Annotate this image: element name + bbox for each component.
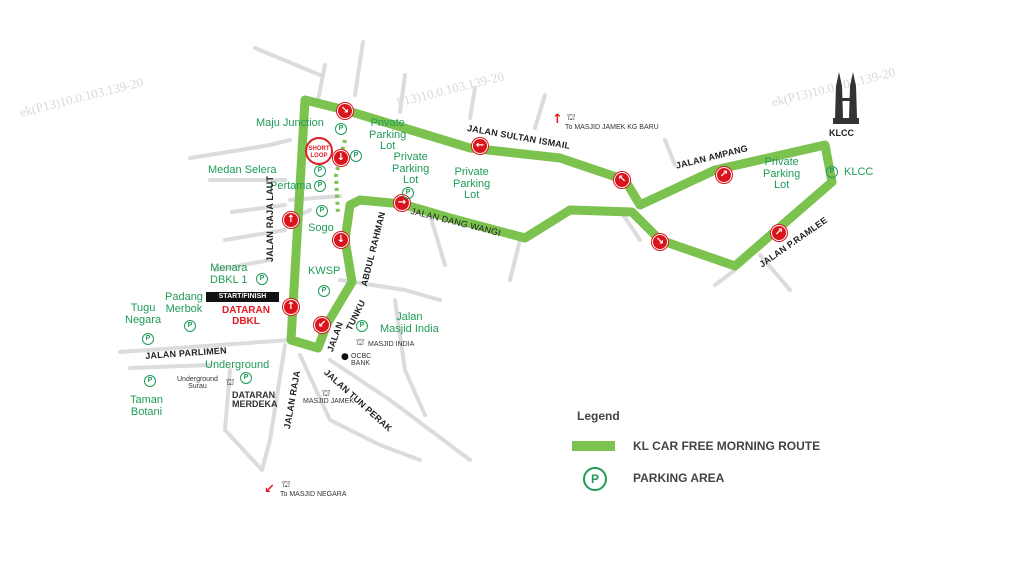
arrow-up-icon: ↑ — [552, 112, 563, 127]
parking-label-sogo: Sogo — [308, 222, 334, 234]
parking-label-underground: Underground — [205, 359, 270, 371]
direction-arrow-icon: ↖ — [614, 172, 630, 188]
direction-arrow-icon: ← — [472, 138, 488, 154]
direction-arrow-icon: ↘ — [337, 103, 353, 119]
road-label-raja-laut: JALAN RAJA LAUT — [265, 175, 275, 262]
parking-label-private-1: Private Parking Lot — [369, 117, 407, 153]
underground-surau-label: Underground Surau — [177, 376, 218, 391]
parking-label-private-2: Private Parking Lot — [392, 151, 430, 187]
parking-label-menara-dbkl: Menara DBKL 1 — [210, 262, 248, 286]
mosque-icon: ⛫ — [226, 378, 235, 388]
parking-icon: P — [350, 150, 362, 162]
parking-icon: P — [318, 285, 330, 297]
background-roads — [118, 40, 792, 472]
start-finish-banner: START/FINISH — [206, 292, 279, 302]
masjid-india-label: MASJID INDIA — [368, 341, 415, 348]
main-route — [286, 95, 837, 353]
parking-label-medan-selera: Medan Selera — [208, 164, 277, 176]
parking-icon: P — [316, 205, 328, 217]
short-loop-badge: SHORT LOOP — [305, 137, 333, 165]
legend-parking-icon: P — [583, 467, 607, 491]
legend-route-swatch — [572, 441, 615, 451]
parking-label-private-3: Private Parking Lot — [453, 166, 491, 202]
mosque-icon: ⛫ — [322, 389, 331, 399]
masjid-jamek-label: MASJID JAMEK — [303, 398, 354, 405]
parking-label-tugu-negara: Tugu Negara — [125, 302, 162, 326]
parking-icon: P — [142, 333, 154, 345]
mosque-icon: ⛫ — [282, 480, 291, 490]
parking-icon: P — [314, 165, 326, 177]
parking-label-pertama: Pertama — [270, 180, 312, 192]
dataran-dbkl-label: DATARAN DBKL — [222, 305, 270, 327]
parking-label-klcc: KLCC — [844, 166, 874, 178]
direction-arrow-icon: ↑ — [283, 212, 299, 228]
klcc-tower-icon — [833, 72, 859, 124]
direction-arrow-icon: ↘ — [652, 234, 668, 250]
to-masjid-jamek-kg-baru-label: To MASJID JAMEK KG BARU — [565, 124, 659, 131]
parking-label-kwsp: KWSP — [308, 265, 341, 277]
klcc-tower-label: KLCC — [829, 128, 854, 138]
parking-label-maju-junction: Maju Junction — [256, 117, 324, 129]
legend-parking-label: PARKING AREA — [633, 471, 725, 485]
parking-icon: P — [826, 166, 838, 178]
parking-label-private-4: Private Parking Lot — [763, 156, 801, 192]
dataran-merdeka-label: DATARAN MERDEKA — [232, 390, 278, 410]
direction-arrow-icon: ↙ — [314, 317, 330, 333]
direction-arrow-icon: ↑ — [283, 299, 299, 315]
legend-title: Legend — [577, 409, 620, 423]
mosque-icon: ⛫ — [567, 113, 576, 123]
to-masjid-negara-label: To MASJID NEGARA — [280, 491, 347, 498]
parking-icon: P — [240, 372, 252, 384]
parking-label-jalan-masjid-india: Jalan Masjid India — [380, 311, 439, 335]
parking-icon: P — [256, 273, 268, 285]
parking-label-padang-merbok: Padang Merbok — [165, 291, 203, 315]
ocbc-bank-label: OCBC BANK — [351, 353, 372, 368]
legend-route-label: KL CAR FREE MORNING ROUTE — [633, 439, 821, 453]
parking-icon: P — [402, 187, 414, 199]
parking-icon: P — [144, 375, 156, 387]
parking-label-taman-botani: Taman Botani — [130, 394, 164, 418]
direction-arrow-icon: ↗ — [716, 167, 732, 183]
parking-icon: P — [356, 320, 368, 332]
parking-icon: P — [184, 320, 196, 332]
mosque-icon: ⛫ — [356, 338, 365, 348]
parking-icon: P — [335, 123, 347, 135]
direction-arrow-icon: ↓ — [333, 232, 349, 248]
parking-icon: P — [314, 180, 326, 192]
direction-arrow-icon: ↓ — [333, 150, 349, 166]
direction-arrow-icon: ↗ — [771, 225, 787, 241]
short-loop-path — [333, 139, 347, 216]
bank-icon: ● — [341, 352, 349, 362]
arrow-down-left-icon: ↙ — [264, 482, 275, 497]
